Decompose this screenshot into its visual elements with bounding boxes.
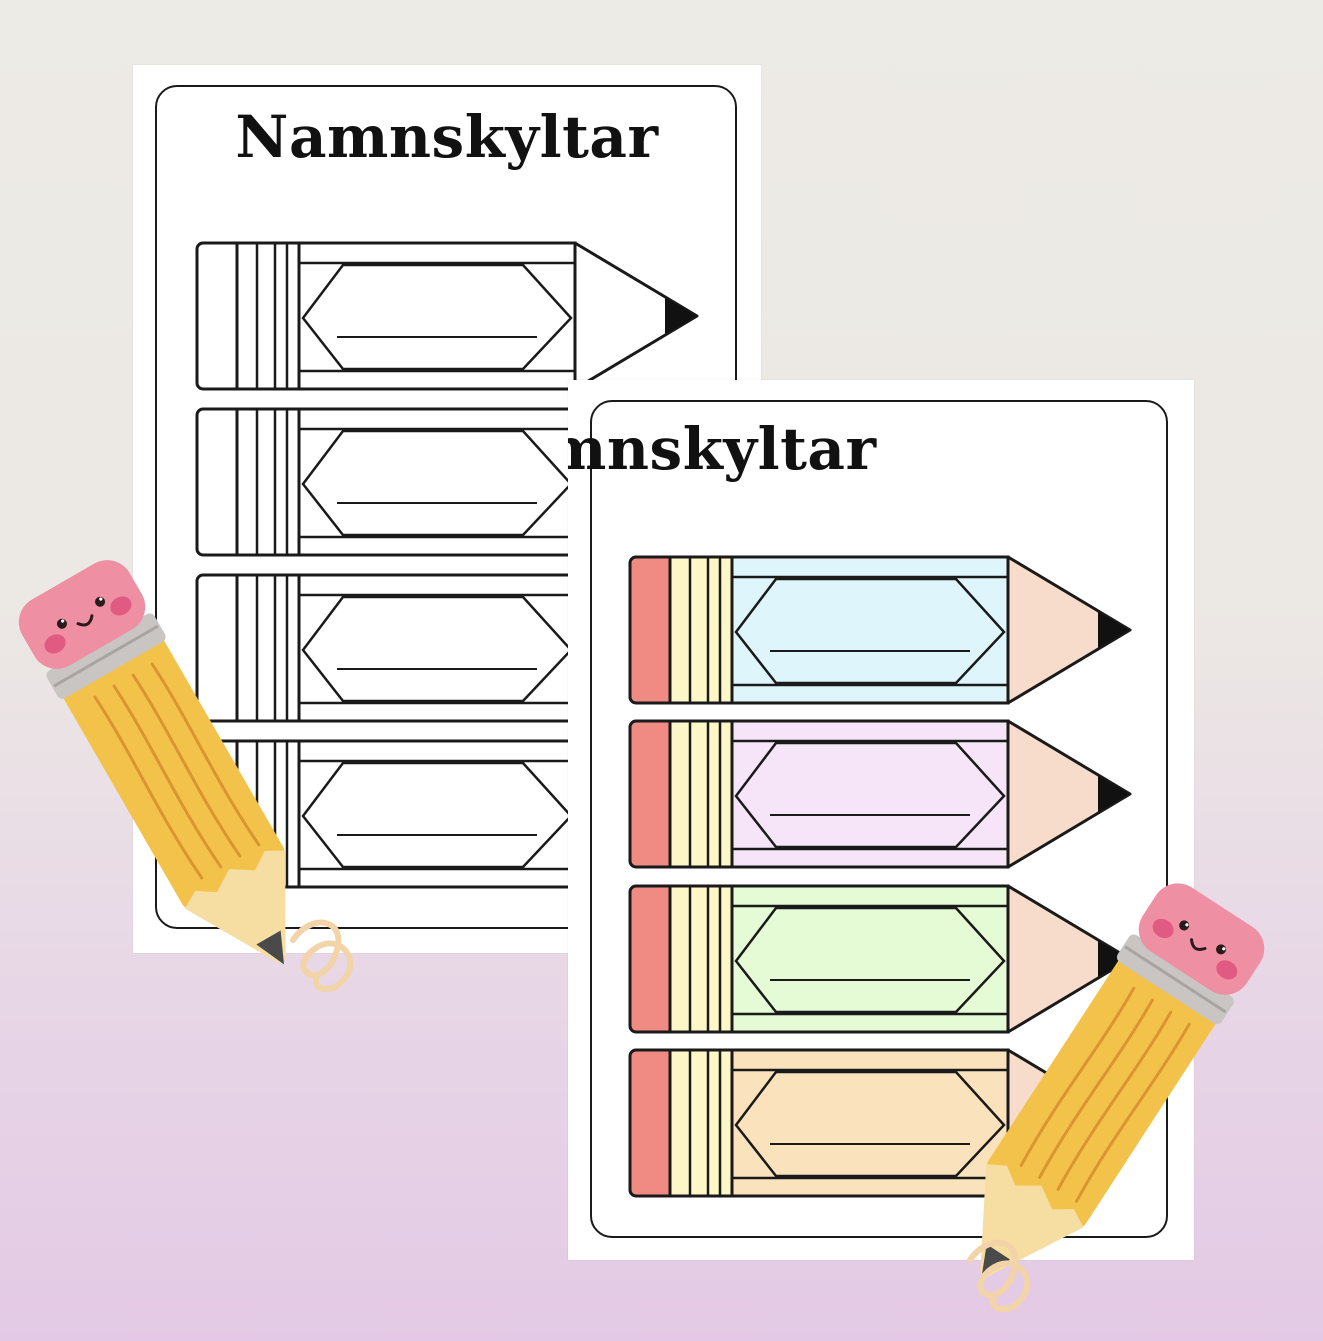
eraser <box>628 555 676 705</box>
pencil-tip <box>1006 884 1132 1034</box>
name-label <box>301 429 573 537</box>
name-label <box>734 577 1006 685</box>
eraser <box>628 719 676 869</box>
pencil-name-tag <box>195 241 699 391</box>
pencil-name-tag <box>195 407 699 557</box>
pencil-tip <box>1006 719 1132 869</box>
sheet-title: Namnskyltar <box>568 415 877 483</box>
name-label <box>301 761 573 869</box>
eraser <box>628 884 676 1034</box>
pencil-lead <box>665 298 697 334</box>
swirl-doodle <box>290 919 354 992</box>
pencil-name-tag <box>628 555 1132 705</box>
pencil-tip <box>1006 555 1132 705</box>
pencil-tip <box>573 241 699 391</box>
swirl-doodle <box>967 1239 1031 1312</box>
sheet-title: Namnskyltar <box>235 103 659 171</box>
pencil-lead <box>1098 941 1130 977</box>
pencil-name-tag <box>628 884 1132 1034</box>
name-label <box>734 906 1006 1014</box>
name-label <box>734 1070 1006 1178</box>
name-tag-sheet-color: Namnskyltar <box>568 380 1194 1260</box>
name-label <box>301 263 573 371</box>
ferrule <box>235 407 301 557</box>
name-label <box>734 741 1006 849</box>
name-label <box>301 595 573 703</box>
ferrule <box>668 1048 734 1198</box>
pencil-lead <box>1098 612 1130 648</box>
kawaii-pencil-icon <box>18 560 354 992</box>
ferrule <box>235 241 301 391</box>
ferrule <box>235 573 301 723</box>
pencil-name-tag <box>628 719 1132 869</box>
ferrule <box>668 719 734 869</box>
pencil-lead <box>1098 776 1130 812</box>
eraser <box>628 1048 676 1198</box>
pencil-name-tag <box>628 1048 1132 1198</box>
ferrule <box>668 884 734 1034</box>
ferrule <box>668 555 734 705</box>
eraser <box>195 241 243 391</box>
kawaii-pencil-icon <box>967 883 1265 1312</box>
pencil-name-tags <box>628 555 1132 1198</box>
sheet-border <box>590 400 1168 1238</box>
eraser <box>195 407 243 557</box>
